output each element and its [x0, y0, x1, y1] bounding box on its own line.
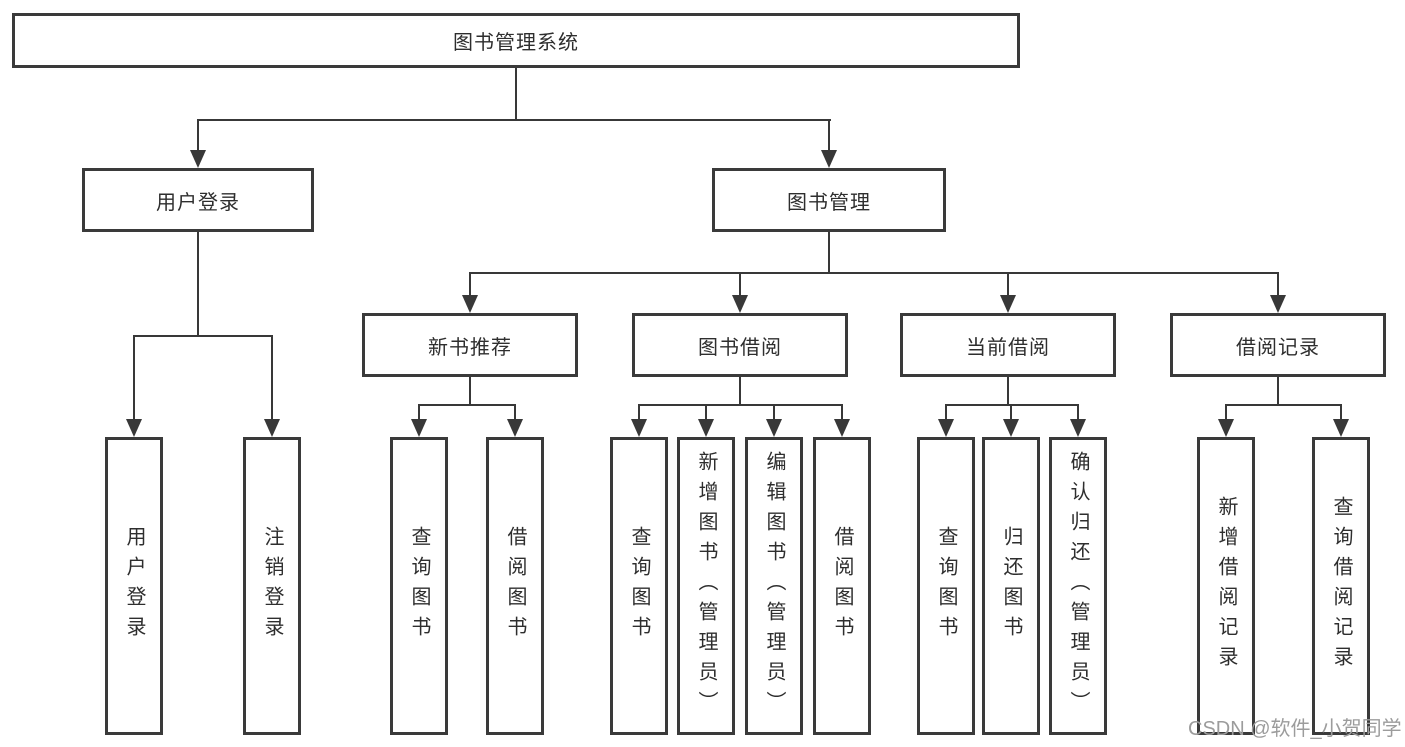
leaf-query-books-current: 查询图书: [917, 437, 975, 735]
leaf-label: 查询借阅记录: [1330, 496, 1352, 676]
arrowhead-down-icon: [507, 419, 523, 437]
connector-drop-leaf: [418, 404, 420, 419]
connector-drop-leaf: [1225, 404, 1227, 419]
connector-drop-leaf: [1340, 404, 1342, 419]
node-label: 借阅记录: [1236, 336, 1320, 359]
leaf-query-borrow-record: 查询借阅记录: [1312, 437, 1370, 735]
connector-drop-level2: [739, 272, 741, 296]
leaf-label: 归还图书: [1000, 526, 1022, 646]
leaf-edit-book-admin: 编辑图书（管理员）: [745, 437, 803, 735]
leaf-confirm-return-admin: 确认归还（管理员）: [1049, 437, 1107, 735]
node-label: 用户登录: [156, 191, 240, 214]
arrowhead-down-icon: [1003, 419, 1019, 437]
node-label: 图书管理: [787, 191, 871, 214]
connector-stem-book-management: [828, 232, 830, 274]
connector-drop-leaf: [1010, 404, 1012, 419]
leaf-label: 查询图书: [408, 526, 430, 646]
leaf-logout: 注销登录: [243, 437, 301, 735]
leaf-return-books: 归还图书: [982, 437, 1040, 735]
node-label: 图书借阅: [698, 336, 782, 359]
connector-hbar-current: [945, 404, 1079, 406]
arrowhead-down-icon: [766, 419, 782, 437]
node-book-management: 图书管理: [712, 168, 946, 232]
connector-stem-user-login: [197, 232, 199, 337]
arrowhead-down-icon: [1218, 419, 1234, 437]
node-book-borrowing: 图书借阅: [632, 313, 848, 377]
connector-drop-leaf: [841, 404, 843, 419]
arrowhead-down-icon: [938, 419, 954, 437]
arrowhead-down-icon: [732, 295, 748, 313]
connector-stem-root: [515, 68, 517, 120]
leaf-user-login: 用户登录: [105, 437, 163, 735]
leaf-label: 用户登录: [123, 526, 145, 646]
connector-drop-leaf: [271, 335, 273, 419]
leaf-label: 查询图书: [628, 526, 650, 646]
leaf-add-borrow-record: 新增借阅记录: [1197, 437, 1255, 735]
connector-drop-level2: [1277, 272, 1279, 296]
leaf-label: 新增借阅记录: [1215, 496, 1237, 676]
node-borrowing-records: 借阅记录: [1170, 313, 1386, 377]
node-user-login: 用户登录: [82, 168, 314, 232]
connector-drop-leaf: [1077, 404, 1079, 419]
connector-stem-recommend: [469, 377, 471, 406]
connector-drop-level2: [469, 272, 471, 296]
connector-stem-borrowing: [739, 377, 741, 406]
leaf-borrow-books-recommend: 借阅图书: [486, 437, 544, 735]
arrowhead-down-icon: [1333, 419, 1349, 437]
connector-drop-leaf: [705, 404, 707, 419]
arrowhead-down-icon: [631, 419, 647, 437]
node-label: 新书推荐: [428, 336, 512, 359]
connector-hbar-borrowing: [638, 404, 843, 406]
node-label: 图书管理系统: [453, 32, 579, 54]
connector-drop-leaf: [945, 404, 947, 419]
arrowhead-down-icon: [126, 419, 142, 437]
connector-hbar-user-login: [133, 335, 273, 337]
connector-hbar-level1: [197, 119, 831, 121]
arrowhead-down-icon: [834, 419, 850, 437]
connector-drop-user-login: [197, 119, 199, 151]
connector-hbar-level2: [469, 272, 1279, 274]
leaf-label: 借阅图书: [831, 526, 853, 646]
arrowhead-down-icon: [190, 150, 206, 168]
connector-drop-book-management: [828, 119, 830, 151]
connector-drop-leaf: [514, 404, 516, 419]
node-label: 当前借阅: [966, 336, 1050, 359]
leaf-label: 注销登录: [261, 526, 283, 646]
connector-drop-leaf: [638, 404, 640, 419]
leaf-add-book-admin: 新增图书（管理员）: [677, 437, 735, 735]
node-library-management-system: 图书管理系统: [12, 13, 1020, 68]
leaf-label: 借阅图书: [504, 526, 526, 646]
node-new-book-recommendation: 新书推荐: [362, 313, 578, 377]
connector-drop-level2: [1007, 272, 1009, 296]
connector-drop-leaf: [773, 404, 775, 419]
watermark: CSDN @软件_小贺同学: [1188, 718, 1402, 740]
connector-stem-current: [1007, 377, 1009, 406]
arrowhead-down-icon: [1000, 295, 1016, 313]
arrowhead-down-icon: [821, 150, 837, 168]
arrowhead-down-icon: [1070, 419, 1086, 437]
node-current-borrowing: 当前借阅: [900, 313, 1116, 377]
leaf-label: 确认归还（管理员）: [1067, 451, 1089, 721]
arrowhead-down-icon: [264, 419, 280, 437]
arrowhead-down-icon: [462, 295, 478, 313]
leaf-borrow-books-borrowing: 借阅图书: [813, 437, 871, 735]
connector-stem-records: [1277, 377, 1279, 406]
arrowhead-down-icon: [411, 419, 427, 437]
arrowhead-down-icon: [1270, 295, 1286, 313]
leaf-query-books-recommend: 查询图书: [390, 437, 448, 735]
leaf-label: 查询图书: [935, 526, 957, 646]
leaf-query-books-borrowing: 查询图书: [610, 437, 668, 735]
leaf-label: 编辑图书（管理员）: [763, 451, 785, 721]
connector-hbar-recommend: [418, 404, 516, 406]
connector-hbar-records: [1225, 404, 1342, 406]
leaf-label: 新增图书（管理员）: [695, 451, 717, 721]
arrowhead-down-icon: [698, 419, 714, 437]
connector-drop-leaf: [133, 335, 135, 419]
